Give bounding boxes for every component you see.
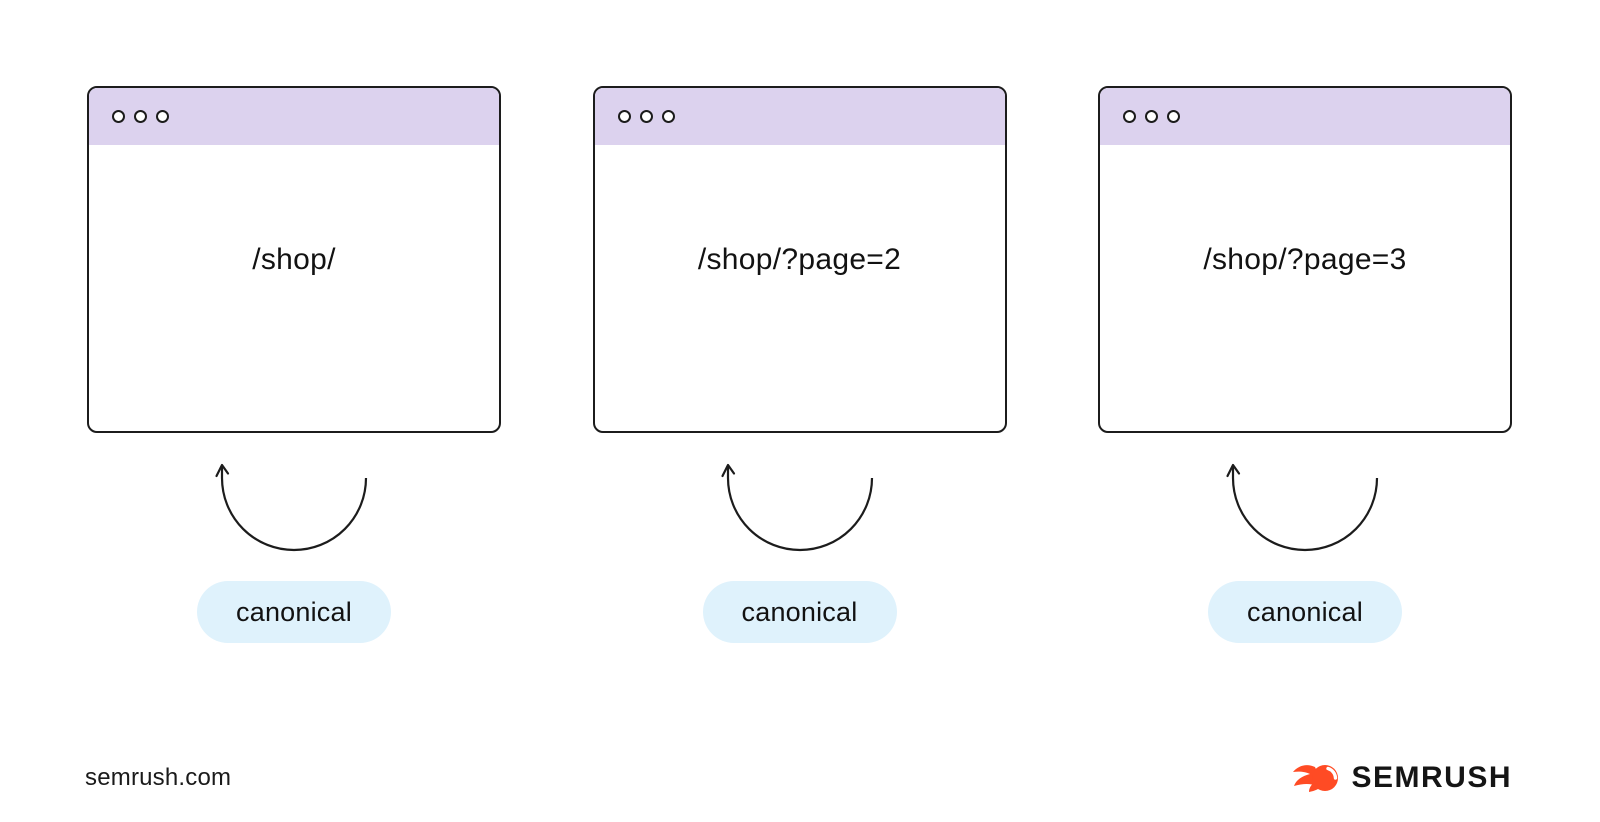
page-column-shop-page2: /shop/?page=2 canonical [592, 86, 1007, 643]
browser-window: /shop/ [87, 86, 501, 433]
page-url-label: /shop/?page=2 [697, 243, 902, 276]
page-url-label: /shop/ [252, 243, 336, 276]
window-content: /shop/?page=2 [595, 145, 1005, 429]
window-control-dot-icon [134, 110, 147, 123]
canonical-badge-label: canonical [1247, 596, 1363, 627]
window-titlebar [594, 88, 1005, 145]
window-content: /shop/ [89, 145, 499, 429]
semrush-logo-text: SEMRUSH [1351, 761, 1512, 794]
canonical-arrow-icon [1226, 463, 1379, 552]
canonical-diagram: /shop/ canonical /shop/?page=2 [87, 86, 1512, 643]
canonical-arrow-icon [720, 463, 873, 552]
browser-window: /shop/?page=2 [592, 86, 1007, 433]
window-control-dot-icon [1167, 110, 1180, 123]
page-url-label: /shop/?page=3 [1203, 243, 1407, 276]
canonical-badge-label: canonical [741, 596, 858, 627]
semrush-logo: SEMRUSH [1292, 760, 1512, 796]
window-control-dot-icon [156, 110, 169, 123]
window-titlebar [1100, 88, 1510, 145]
browser-window: /shop/?page=3 [1098, 86, 1512, 433]
canonical-arrow-icon [215, 463, 368, 552]
window-titlebar [89, 88, 499, 145]
site-credit: semrush.com [85, 764, 232, 791]
semrush-fireball-icon [1293, 765, 1339, 792]
window-content: /shop/?page=3 [1100, 145, 1510, 429]
canonical-badge: canonical [702, 581, 897, 643]
window-control-dot-icon [639, 110, 653, 123]
canonical-badge: canonical [1208, 581, 1402, 643]
page-column-shop-page3: /shop/?page=3 canonical [1098, 86, 1512, 643]
window-control-dot-icon [661, 110, 675, 123]
window-control-dot-icon [1123, 110, 1136, 123]
window-control-dot-icon [1145, 110, 1158, 123]
page-column-shop: /shop/ canonical [87, 86, 501, 643]
window-control-dot-icon [617, 110, 631, 123]
canonical-badge: canonical [197, 581, 391, 643]
window-control-dot-icon [112, 110, 125, 123]
canonical-badge-label: canonical [236, 596, 352, 627]
